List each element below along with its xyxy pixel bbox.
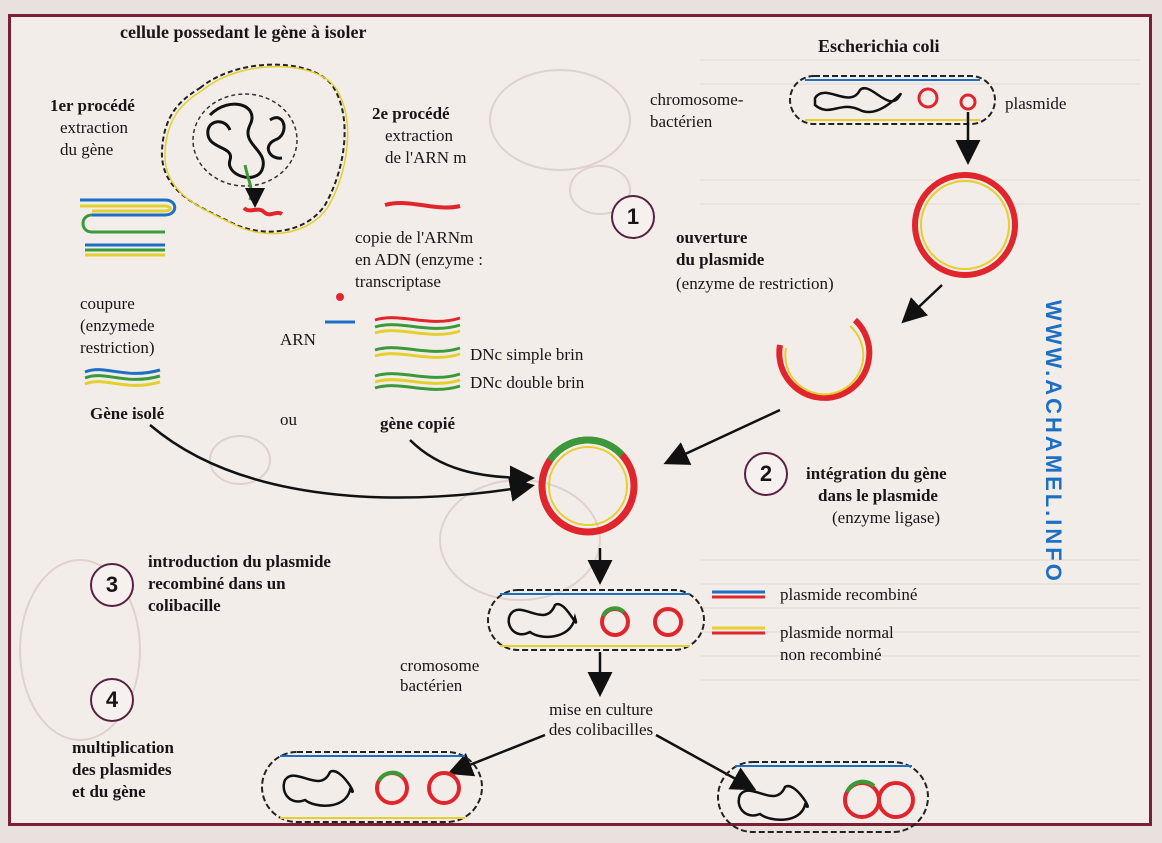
- method1-line1: extraction: [60, 118, 128, 138]
- chromosome-label-line2: bactérien: [650, 112, 712, 132]
- step-3-line2: recombiné dans un: [148, 574, 286, 594]
- legend-markers: [712, 592, 765, 633]
- step-4-line3: et du gène: [72, 782, 146, 802]
- transcriptase-dot: [336, 293, 344, 301]
- method2-line1: extraction: [385, 126, 453, 146]
- method1-line2: du gène: [60, 140, 113, 160]
- method1-cut-line2: (enzymede: [80, 316, 155, 336]
- method1-cut-line3: restriction): [80, 338, 155, 358]
- method1-cut-line1: coupure: [80, 294, 135, 314]
- step-2-line3: (enzyme ligase): [832, 508, 940, 528]
- legend-normal-line2: non recombiné: [780, 645, 882, 665]
- copied-gene-label: gène copié: [380, 414, 455, 434]
- method2-title: 2e procédé: [372, 104, 450, 124]
- step-3-line1: introduction du plasmide: [148, 552, 331, 572]
- arn-dna-hybrid: [325, 318, 460, 335]
- isolated-plasmid: [915, 175, 1015, 275]
- or-label: ou: [280, 410, 297, 430]
- method2-line2: de l'ARN m: [385, 148, 466, 168]
- mrna-strand: [385, 203, 460, 208]
- copy-line3: transcriptase: [355, 272, 441, 292]
- daughter-bacterium-right: [718, 762, 928, 832]
- isolated-gene-label: Gène isolé: [90, 404, 164, 424]
- eukaryotic-cell: [162, 65, 348, 234]
- dnc-double-strand: [375, 374, 460, 390]
- culture-line2: des colibacilles: [526, 720, 676, 740]
- step-2-badge: 2: [744, 452, 788, 496]
- culture-right-arrow: [656, 735, 752, 788]
- step-1-badge: 1: [611, 195, 655, 239]
- step-2-line1: intégration du gène: [806, 464, 947, 484]
- step-1-line1: ouverture: [676, 228, 747, 248]
- isolated-gene-strands: [85, 370, 160, 386]
- method1-title: 1er procédé: [50, 96, 135, 116]
- step-2-line2: dans le plasmide: [818, 486, 938, 506]
- chromosome-label-line1: chromosome-: [650, 90, 743, 110]
- dnc-single-strand: [375, 348, 460, 358]
- isolated-gene-arrow: [150, 425, 530, 498]
- arn-label: ARN: [280, 330, 316, 350]
- dna-extracted-strands: [80, 200, 175, 255]
- step-4-badge: 4: [90, 678, 134, 722]
- step-3-badge: 3: [90, 563, 134, 607]
- daughter-bacterium-left: [262, 752, 482, 822]
- plasmid-to-open-arrow: [905, 285, 942, 320]
- step-4-line2: des plasmides: [72, 760, 172, 780]
- step-1-line2: du plasmide: [676, 250, 764, 270]
- step-3-line3: colibacille: [148, 596, 221, 616]
- ecoli-title: Escherichia coli: [818, 36, 939, 56]
- cromosome-line1: cromosome: [400, 656, 479, 676]
- culture-left-arrow: [452, 735, 545, 772]
- culture-line1: mise en culture: [526, 700, 676, 720]
- dnc-single-label: DNc simple brin: [470, 345, 583, 365]
- recombined-plasmid: [542, 440, 634, 532]
- plasmid-label: plasmide: [1005, 94, 1066, 114]
- step-4-line1: multiplication: [72, 738, 174, 758]
- copy-line1: copie de l'ARNm: [355, 228, 473, 248]
- recombinant-bacterium: [488, 590, 704, 650]
- dnc-double-label: DNc double brin: [470, 373, 584, 393]
- site-watermark: WWW.ACHAMEL.INFO: [1040, 300, 1066, 584]
- step-1-line3: (enzyme de restriction): [676, 274, 834, 294]
- copied-gene-arrow: [410, 440, 530, 478]
- legend-recombined: plasmide recombiné: [780, 585, 917, 605]
- cromosome-line2: bactérien: [400, 676, 462, 696]
- copy-line2: en ADN (enzyme :: [355, 250, 483, 270]
- legend-normal-line1: plasmide normal: [780, 623, 894, 643]
- ecoli-bacterium: [790, 76, 995, 124]
- cell-title: cellule possedant le gène à isoler: [120, 22, 366, 42]
- opened-plasmid: [779, 320, 869, 398]
